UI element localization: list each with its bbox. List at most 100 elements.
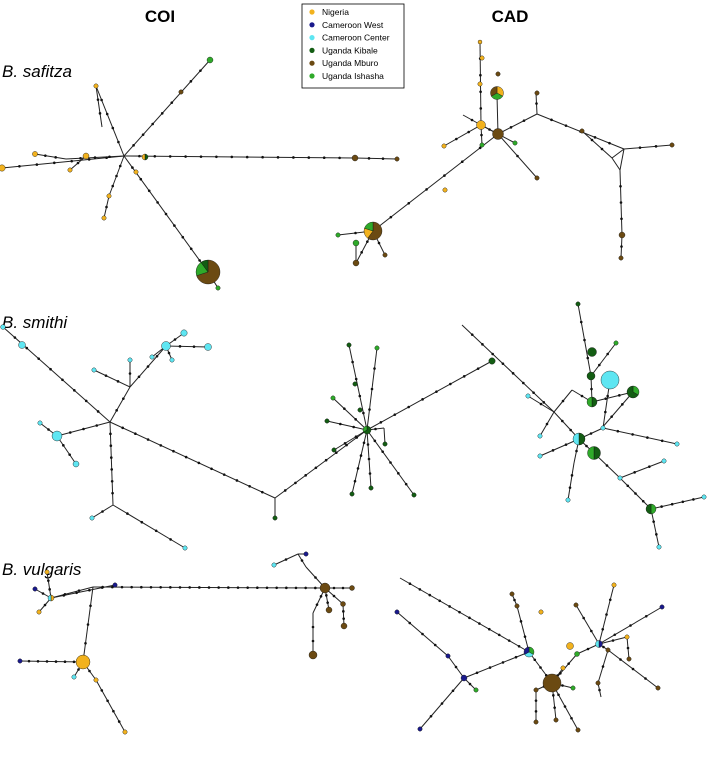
haplotype-node [161, 341, 171, 351]
mutation-tick [468, 682, 472, 686]
haplotype-node [411, 492, 417, 498]
network-edge [123, 155, 356, 159]
mutation-tick [602, 645, 605, 649]
mutation-tick [146, 438, 150, 441]
mutation-tick [604, 410, 607, 414]
mutation-tick [63, 660, 67, 664]
haplotype-node [330, 395, 336, 401]
mutation-tick [156, 201, 159, 204]
mutation-tick [112, 709, 115, 713]
mutation-tick [44, 154, 47, 157]
mutation-tick [159, 585, 162, 589]
haplotype-node [357, 407, 363, 413]
mutation-tick [198, 586, 201, 589]
haplotype-node [72, 460, 80, 468]
haplotype-node [352, 239, 360, 247]
mutation-tick [601, 627, 605, 631]
mutation-tick [608, 598, 612, 602]
haplotype-node [514, 603, 520, 609]
mutation-tick [366, 443, 370, 446]
network-edge [539, 438, 580, 457]
mutation-tick [353, 479, 357, 483]
mutation-tick [370, 387, 374, 391]
mutation-tick [111, 585, 114, 589]
haplotype-node-slice [587, 446, 595, 460]
haplotype-node [272, 515, 278, 521]
haplotype-node-slice [362, 425, 368, 433]
mutation-tick [379, 421, 383, 424]
network-edge [109, 421, 114, 506]
haplotype-node [112, 582, 118, 588]
mutation-tick [292, 156, 295, 159]
mutation-tick [611, 639, 615, 642]
mutation-tick [513, 598, 516, 602]
mutation-tick [440, 702, 444, 705]
network-edge [619, 460, 665, 479]
mutation-tick [433, 643, 437, 647]
mutation-tick [275, 586, 278, 590]
mutation-tick [634, 492, 637, 495]
mutation-tick [585, 444, 588, 448]
mutation-tick [418, 588, 422, 591]
mutation-tick [421, 398, 424, 401]
haplotype-node-slice [645, 503, 652, 515]
mutation-tick [519, 620, 523, 623]
network-edge [351, 429, 368, 495]
haplotype-node [340, 622, 348, 630]
haplotype-node [67, 167, 73, 173]
mutation-tick [654, 145, 658, 148]
mutation-tick [47, 579, 50, 582]
mutation-tick [188, 586, 191, 589]
haplotype-node [534, 175, 540, 181]
haplotype-node [533, 687, 539, 693]
network-edge [497, 113, 538, 135]
haplotype-node-slice [586, 396, 593, 408]
mutation-tick [319, 595, 323, 598]
mutation-tick [314, 466, 318, 470]
mutation-tick [96, 98, 100, 101]
mutation-tick [460, 160, 464, 164]
mutation-tick [608, 141, 611, 145]
legend-swatch [309, 60, 315, 66]
mutation-tick [367, 457, 371, 461]
mutation-tick [61, 378, 64, 382]
haplotype-node [565, 497, 571, 503]
mutation-tick [178, 586, 182, 589]
mutation-tick [199, 155, 203, 158]
haplotype-node [122, 729, 128, 735]
mutation-tick [86, 623, 90, 626]
mutation-tick [160, 112, 164, 115]
haplotype-node [479, 55, 485, 61]
mutation-tick [77, 589, 81, 592]
mutation-tick [408, 621, 412, 625]
haplotype-node [600, 425, 606, 431]
mutation-tick [314, 576, 317, 579]
network-edge [274, 429, 368, 499]
haplotype-node [101, 215, 107, 221]
mutation-tick [373, 367, 376, 370]
network-edge [333, 429, 368, 451]
mutation-tick [36, 659, 40, 663]
mutation-tick [551, 449, 555, 452]
mutation-tick [110, 468, 114, 471]
mutation-tick [618, 394, 621, 397]
mutation-tick [619, 184, 622, 188]
mutation-tick [567, 662, 570, 665]
mutation-tick [105, 156, 108, 160]
mutation-tick [491, 352, 494, 356]
mutation-tick [451, 689, 455, 693]
haplotype-node [473, 687, 479, 693]
mutation-tick [87, 158, 91, 161]
network-edge [619, 148, 625, 171]
haplotype-node-slice [523, 646, 530, 655]
mutation-tick [338, 156, 341, 160]
mutation-tick [140, 585, 143, 589]
mutation-tick [178, 345, 182, 348]
haplotype-node [479, 142, 485, 148]
mutation-tick [553, 706, 556, 709]
haplotype-node [605, 647, 611, 653]
mutation-tick [646, 436, 649, 439]
mutation-tick [100, 98, 103, 102]
mutation-tick [655, 533, 658, 536]
